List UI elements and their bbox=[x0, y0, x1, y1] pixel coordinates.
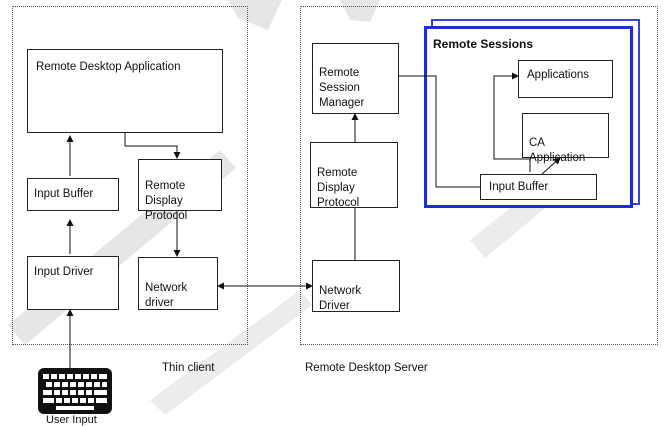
client-display-protocol-label: Remote Display Protocol bbox=[145, 180, 188, 222]
server-display-protocol-label: Remote Display Protocol bbox=[317, 167, 360, 209]
server-frame bbox=[300, 6, 658, 345]
thin-client-frame bbox=[12, 6, 248, 345]
keyboard-icon bbox=[38, 368, 112, 414]
server-input-buffer-box: Input Buffer bbox=[480, 174, 597, 200]
server-network-driver-box: Network Driver bbox=[312, 260, 400, 312]
remote-desktop-application-box: Remote Desktop Application bbox=[27, 49, 223, 133]
remote-desktop-application-label: Remote Desktop Application bbox=[36, 61, 181, 73]
ca-application-box: CA Application bbox=[522, 113, 609, 164]
client-network-driver-box: Network driver bbox=[138, 257, 218, 310]
server-display-protocol-box: Remote Display Protocol bbox=[310, 142, 398, 209]
thin-client-caption: Thin client bbox=[162, 362, 215, 374]
session-manager-label: Remote Session Manager bbox=[319, 67, 365, 109]
applications-label: Applications bbox=[527, 69, 590, 81]
user-input-caption: User Input bbox=[46, 414, 97, 426]
client-input-buffer-label: Input Buffer bbox=[34, 188, 94, 200]
client-network-driver-label: Network driver bbox=[145, 282, 188, 309]
server-caption: Remote Desktop Server bbox=[305, 362, 428, 374]
server-input-buffer-label: Input Buffer bbox=[489, 181, 549, 193]
input-driver-box: Input Driver bbox=[27, 256, 119, 310]
applications-box: Applications bbox=[518, 60, 613, 98]
ca-application-label: CA Application bbox=[529, 137, 586, 164]
client-display-protocol-box: Remote Display Protocol bbox=[138, 159, 222, 222]
client-input-buffer-box: Input Buffer bbox=[27, 178, 119, 211]
input-driver-label: Input Driver bbox=[34, 266, 94, 278]
remote-sessions-title: Remote Sessions bbox=[433, 37, 534, 51]
session-manager-box: Remote Session Manager bbox=[312, 43, 399, 114]
server-network-driver-label: Network Driver bbox=[319, 285, 362, 312]
